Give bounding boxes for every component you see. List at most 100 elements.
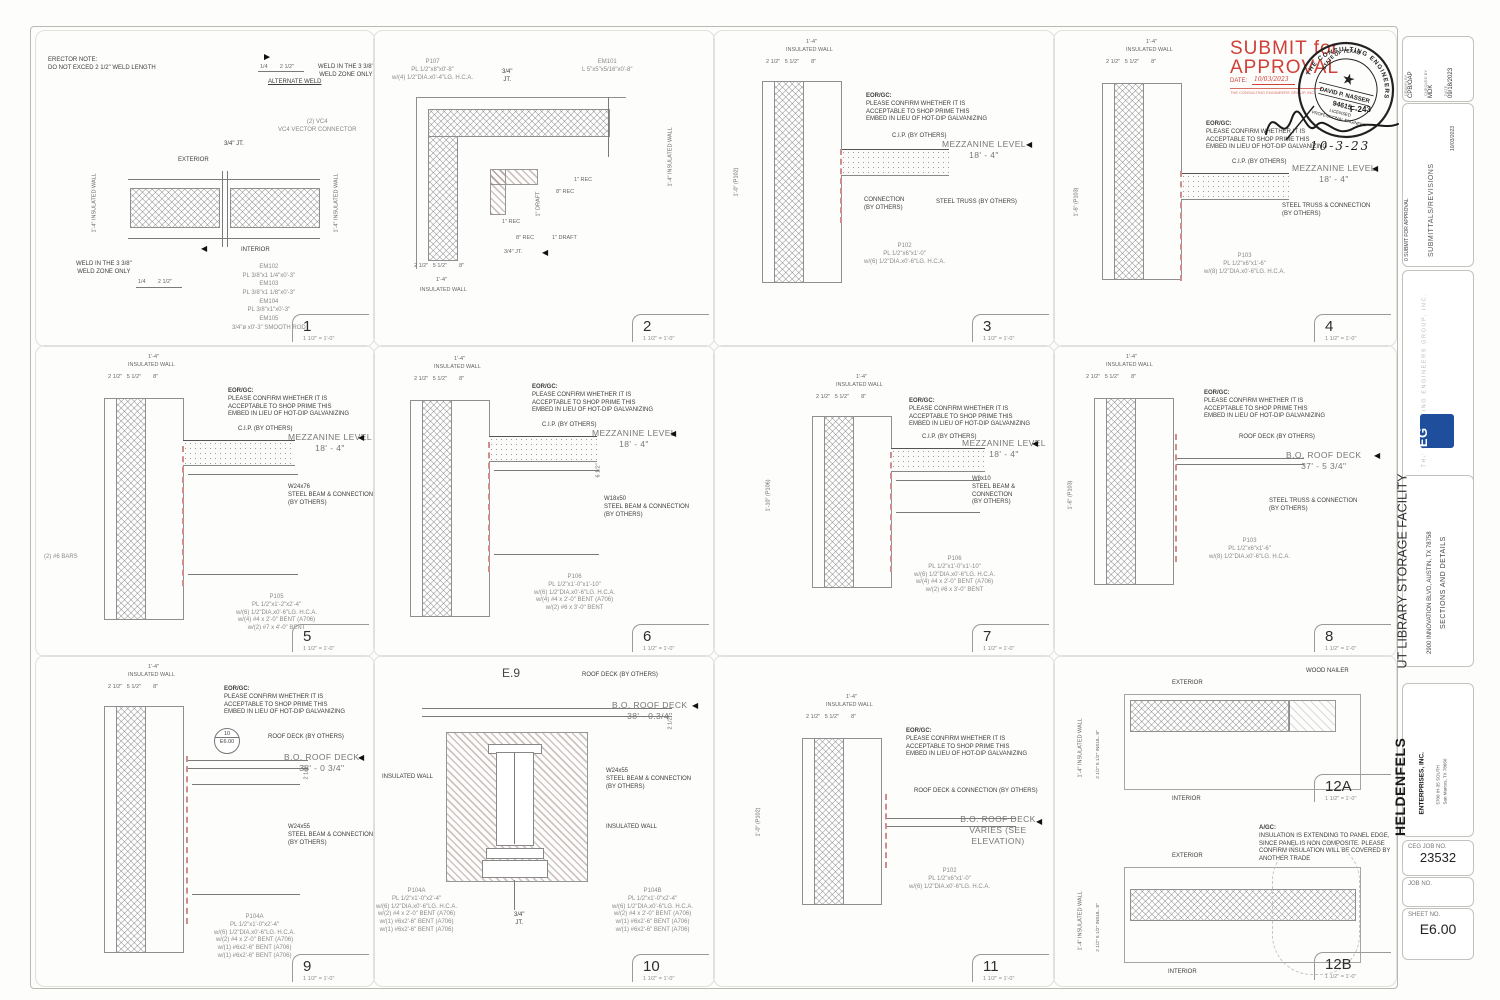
seal-band-line bbox=[1318, 81, 1374, 97]
beam-label: W8x10 STEEL BEAM & CONNECTION (BY OTHERS… bbox=[972, 476, 1016, 506]
roof-deck-line bbox=[886, 818, 1016, 819]
detail-1: ERECTOR NOTE: DO NOT EXCED 2 1/2" WELD L… bbox=[35, 30, 375, 347]
top-overall-dim: 1'-4" bbox=[1126, 354, 1137, 360]
sheet-border bbox=[30, 26, 1398, 989]
beam-label: W24x55 STEEL BEAM & CONNECTION (BY OTHER… bbox=[288, 824, 374, 846]
contractor-address-2: San Marcos, TX 78666 bbox=[1442, 758, 1448, 805]
embed-callout-b: P104B PL 1/2"x1'-0"x2'-4" w/(6) 1/2"DIA.… bbox=[612, 888, 694, 933]
vc4-callout: (2) VC4 VC4 VECTOR CONNECTOR bbox=[278, 119, 357, 133]
top-sub-dims: 2 1/2" 5 1/2" 8" bbox=[766, 59, 817, 65]
eorgc-note: EOR/GC:PLEASE CONFIRM WHETHER IT IS ACCE… bbox=[1204, 390, 1325, 421]
exterior-label: EXTERIOR bbox=[1172, 853, 1203, 859]
rec-dim: 1" REC bbox=[502, 219, 521, 225]
interior-label: INTERIOR bbox=[1168, 969, 1197, 975]
seal-star-icon: ★ bbox=[1340, 70, 1357, 90]
detail-11: 1'-4" INSULATED WALL 2 1/2" 5 1/2" 8" EO… bbox=[713, 655, 1055, 987]
top-sub-dims: 2 1/2" 5 1/2" 8" bbox=[816, 394, 867, 400]
eorgc-note: EOR/GC:PLEASE CONFIRM WHETHER IT IS ACCE… bbox=[866, 93, 987, 124]
embed-plate-line bbox=[1175, 434, 1177, 562]
eorgc-label: EOR/GC: bbox=[1206, 121, 1232, 127]
interior-label: INTERIOR bbox=[241, 247, 270, 253]
ref-detail-number: 10 bbox=[215, 729, 239, 738]
detail-number-box: 3 1 1/2" = 1'-0" bbox=[972, 314, 1049, 342]
eorgc-text: PLEASE CONFIRM WHETHER IT IS ACCEPTABLE … bbox=[866, 100, 988, 123]
project-address: 2900 INNOVATION BLVD, AUSTIN, TX 78758 bbox=[1427, 531, 1433, 654]
detail-number: 11 bbox=[983, 958, 999, 975]
detail-number: 2 bbox=[643, 318, 652, 335]
wall-hatch bbox=[116, 398, 146, 620]
detail-number-box: 2 1 1/2" = 1'-0" bbox=[632, 314, 709, 342]
weld-arrow-icon: ◀ bbox=[201, 244, 208, 253]
detail-scale: 1 1/2" = 1'-0" bbox=[983, 976, 1015, 982]
section-title: E.9 bbox=[502, 666, 521, 680]
ceg-logo-text: CEG bbox=[1415, 427, 1430, 457]
sheet-title: SECTIONS AND DETAILS bbox=[1440, 536, 1447, 629]
bottom-sub-dims: 2 1/2" 5 1/2" 8" bbox=[414, 263, 465, 269]
em101-callout: EM101 L 5"x5"x5/16"x0'-8" bbox=[582, 59, 633, 73]
embed-height-dim: 1'-0" (P102) bbox=[733, 167, 740, 197]
truss-label: STEEL TRUSS & CONNECTION (BY OTHERS) bbox=[1282, 203, 1371, 217]
stamp-date-value: 10/03/2023 bbox=[1252, 76, 1295, 85]
seal-licensed-text: LICENSED bbox=[1329, 108, 1352, 118]
side-wall-dim: 1'-4" INSULATED WALL bbox=[1077, 891, 1084, 951]
wood-nailer-label: WOOD NAILER bbox=[1306, 668, 1349, 674]
wall-hatch bbox=[1130, 700, 1290, 732]
roof-deck-label: ROOF DECK (BY OTHERS) bbox=[582, 672, 658, 678]
detail-7: 1'-4" INSULATED WALL 2 1/2" 5 1/2" 8" EO… bbox=[713, 345, 1055, 657]
weld-zone-note-2: WELD IN THE 3 3/8" WELD ZONE ONLY bbox=[76, 261, 132, 275]
beam-flange-line bbox=[188, 574, 298, 575]
seal-firm-number: F-243 bbox=[1350, 105, 1371, 114]
embed-height-dim: 1'-10" (P106) bbox=[765, 479, 772, 512]
detail-number: 7 bbox=[983, 628, 992, 645]
detail-number-box: 1 1 1/2" = 1'-0" bbox=[292, 314, 369, 342]
joint-line bbox=[222, 171, 223, 247]
ceg-logo: CEG bbox=[1415, 414, 1454, 457]
beam-label: W24x76 STEEL BEAM & CONNECTION (BY OTHER… bbox=[288, 484, 374, 506]
insulated-wall-label: INSULATED WALL bbox=[382, 774, 434, 780]
detail-10: E.9 ROOF DECK (BY OTHERS) 2 1/2" B.O. RO… bbox=[373, 655, 715, 987]
panel-outline bbox=[1124, 694, 1361, 790]
elevation-flag-icon: ◀ bbox=[1374, 451, 1381, 460]
weld-symbol-line bbox=[258, 71, 304, 72]
wall-hatch-horizontal bbox=[428, 109, 610, 137]
top-wall-label: INSULATED WALL bbox=[434, 364, 481, 370]
stamp-firm-caption: THE CONSULTING ENGINEERS GROUP, INC. bbox=[1230, 88, 1322, 95]
drawn-by-value: CPB/OAP bbox=[1408, 71, 1414, 98]
detail-number: 5 bbox=[303, 628, 312, 645]
top-sub-dims: 2 1/2" 5 1/2" 8" bbox=[806, 714, 857, 720]
wall-end-line bbox=[608, 97, 609, 157]
roof-deck-line bbox=[1176, 464, 1304, 465]
detail-scale: 1 1/2" = 1'-0" bbox=[643, 646, 675, 652]
eorgc-text: PLEASE CONFIRM WHETHER IT IS ACCEPTABLE … bbox=[906, 735, 1028, 758]
elevation-flag-icon: ◀ bbox=[1032, 439, 1039, 448]
detail-12b: A/GC:INSULATION IS EXTENDING TO PANEL ED… bbox=[1054, 821, 1396, 986]
side-sub-dims: 2 1/2" 5 1/2" INSUL. 8" bbox=[1096, 730, 1102, 779]
mezzanine-label: MEZZANINE LEVEL 18' - 4" bbox=[288, 432, 372, 454]
right-wall-dim: 1'-4" INSULATED WALL bbox=[667, 127, 674, 187]
embed-height-dim: 1'-6" (P103) bbox=[1073, 187, 1080, 217]
stamp-line-1: SUBMIT for bbox=[1230, 38, 1339, 59]
rec-dim: 1" REC bbox=[574, 177, 593, 183]
roof-deck-line bbox=[886, 826, 1016, 827]
detail-reference-bubble: 10 E6.00 bbox=[214, 728, 240, 754]
detail-number: 3 bbox=[983, 318, 992, 335]
concrete-slab bbox=[489, 436, 597, 462]
wood-nailer-block bbox=[1288, 700, 1336, 732]
stamp-date-label: DATE: bbox=[1230, 78, 1248, 84]
sheet-number-label: SHEET NO. bbox=[1408, 912, 1441, 918]
embed-plate-line bbox=[840, 149, 842, 223]
beam-flange-line bbox=[192, 784, 300, 785]
signature-stroke bbox=[1285, 105, 1315, 141]
beam-flange-line bbox=[188, 474, 298, 475]
detail-6: 1'-4" INSULATED WALL 2 1/2" 5 1/2" 8" EO… bbox=[373, 345, 715, 657]
embed-height-dim: 1'-6" (P103) bbox=[1067, 480, 1074, 510]
mezzanine-label: MEZZANINE LEVEL 18' - 4" bbox=[1292, 163, 1376, 185]
wall-hatch bbox=[422, 400, 452, 617]
top-wall-label: INSULATED WALL bbox=[128, 672, 175, 678]
elevation-flag-icon: ◀ bbox=[1372, 164, 1379, 173]
insulated-wall-label: INSULATED WALL bbox=[606, 824, 658, 830]
bo-roof-deck-label: B.O. ROOF DECK 38' - 0 3/4" bbox=[284, 752, 360, 774]
job-label: JOB NO. bbox=[1408, 881, 1433, 887]
embed-height-dim: 1'-0" (P102) bbox=[755, 807, 762, 837]
rec-dim: 8" REC bbox=[556, 189, 575, 195]
